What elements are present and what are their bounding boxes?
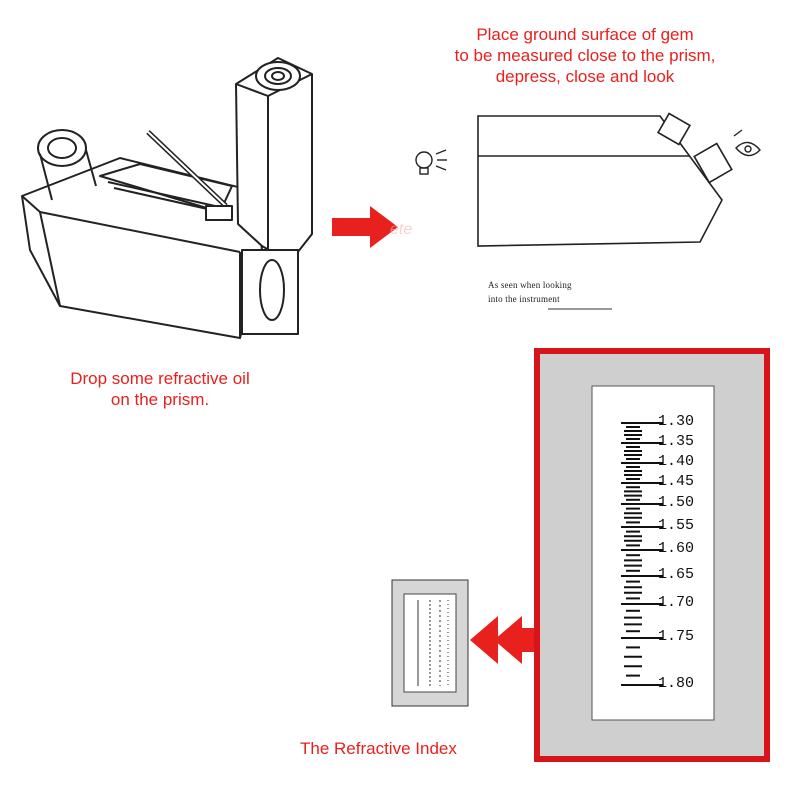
caption-line: depress, close and look: [495, 67, 675, 86]
light-bulb-icon: [415, 149, 447, 175]
scale-label: 1.30: [658, 413, 695, 430]
caption-line: Place ground surface of gem: [476, 25, 694, 44]
scale-label: 1.50: [658, 494, 695, 511]
scale-ticks: [621, 422, 663, 686]
note-line: As seen when looking: [488, 280, 572, 290]
scale-label: 1.80: [658, 675, 695, 692]
scale-label: 1.60: [658, 540, 695, 557]
scale-label: 1.45: [658, 473, 695, 490]
caption-line: Drop some refractive oil: [70, 369, 250, 388]
caption-line: on the prism.: [110, 390, 210, 409]
view-note: As seen when looking into the instrument: [488, 278, 618, 306]
arrow-left-icon: [470, 616, 536, 664]
caption-line: to be measured close to the prism,: [454, 46, 716, 65]
prism-side-view: [477, 112, 733, 247]
instruction-caption-top: Place ground surface of gem to be measur…: [400, 24, 770, 87]
scale-label: 1.35: [658, 433, 695, 450]
note-line: into the instrument: [488, 294, 560, 304]
instruction-caption-left: Drop some refractive oil on the prism.: [10, 368, 310, 410]
arrow-right-icon: ete: [332, 206, 412, 248]
refractive-index-scale-panel: [534, 348, 770, 762]
refractometer-illustration: [21, 57, 313, 339]
scale-label: 1.75: [658, 628, 695, 645]
scale-label: 1.70: [658, 594, 695, 611]
refractive-index-caption: The Refractive Index: [300, 739, 457, 758]
scale-thumbnail: [391, 579, 469, 707]
scale-label: 1.40: [658, 453, 695, 470]
scale-label: 1.55: [658, 517, 695, 534]
eye-icon: [733, 129, 761, 157]
scale-label: 1.65: [658, 566, 695, 583]
svg-text:ete: ete: [390, 221, 412, 238]
